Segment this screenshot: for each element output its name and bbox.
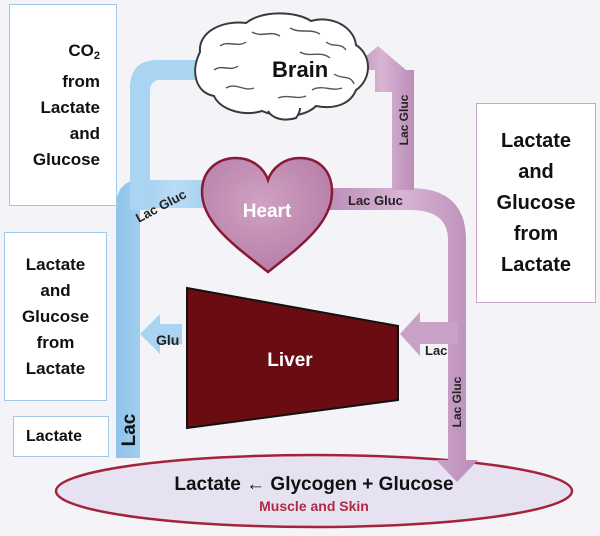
left-box-line-5: Lactate bbox=[25, 358, 86, 378]
muscle-label: Muscle and Skin bbox=[259, 498, 369, 514]
right-box-line-5: Lactate bbox=[500, 253, 572, 276]
right-box-line-4: from bbox=[513, 222, 559, 245]
purple-path-heart-out bbox=[325, 188, 478, 482]
arrow-label-glu: Glu bbox=[156, 332, 179, 348]
brain-label: Brain bbox=[272, 57, 328, 82]
heart-label: Heart bbox=[243, 201, 292, 222]
lactate-glucose-right-box: Lactate and Glucose from Lactate bbox=[476, 103, 596, 303]
right-box-line-2: and bbox=[518, 160, 554, 183]
brain-illustration bbox=[194, 12, 369, 121]
purple-lactate-pathway bbox=[325, 46, 478, 482]
right-box-line-1: Lactate bbox=[500, 129, 572, 152]
co2-box-line-1: from bbox=[62, 71, 100, 91]
left-box-line-2: and bbox=[40, 280, 71, 300]
arrow-label-lac-gluc-brain: Lac Gluc bbox=[397, 94, 411, 145]
blue-arrow-to-co2 bbox=[130, 60, 196, 210]
co2-line: CO2 bbox=[68, 38, 100, 69]
lactate-glucose-left-box: Lactate and Glucose from Lactate bbox=[4, 232, 107, 401]
co2-box-line-3: and bbox=[69, 123, 100, 143]
muscle-reaction: Lactate ← Glycogen + Glucose bbox=[174, 474, 453, 495]
arrow-label-lac-up: Lac bbox=[119, 413, 140, 446]
arrow-label-lac-gluc-heart-out: Lac Gluc bbox=[348, 193, 403, 208]
co2-from-lactate-box: CO2 from Lactate and Glucose bbox=[9, 4, 117, 206]
purple-arrow-to-brain bbox=[350, 46, 414, 190]
right-box-line-3: Glucose bbox=[496, 191, 576, 214]
arrow-label-lac-gluc-muscle: Lac Gluc bbox=[450, 376, 464, 427]
left-box-line-4: from bbox=[36, 332, 75, 352]
arrow-label-lac-to-liver: Lac bbox=[425, 343, 447, 358]
heart-shape bbox=[200, 156, 334, 274]
glu-arrow bbox=[140, 314, 182, 354]
left-box-line-1: Lactate bbox=[25, 254, 86, 274]
liver-shape bbox=[186, 286, 399, 430]
co2-box-line-4: Glucose bbox=[32, 149, 100, 169]
co2-text: CO bbox=[68, 40, 94, 60]
lactate-box-text: Lactate bbox=[26, 427, 83, 445]
muscle-ellipse bbox=[54, 453, 574, 529]
liver-label: Liver bbox=[267, 350, 313, 371]
co2-subscript: 2 bbox=[93, 49, 100, 62]
left-box-line-3: Glucose bbox=[21, 306, 90, 326]
lac-arrow-to-liver bbox=[400, 312, 458, 356]
lactate-box: Lactate bbox=[13, 416, 109, 457]
co2-box-line-2: Lactate bbox=[40, 97, 100, 117]
